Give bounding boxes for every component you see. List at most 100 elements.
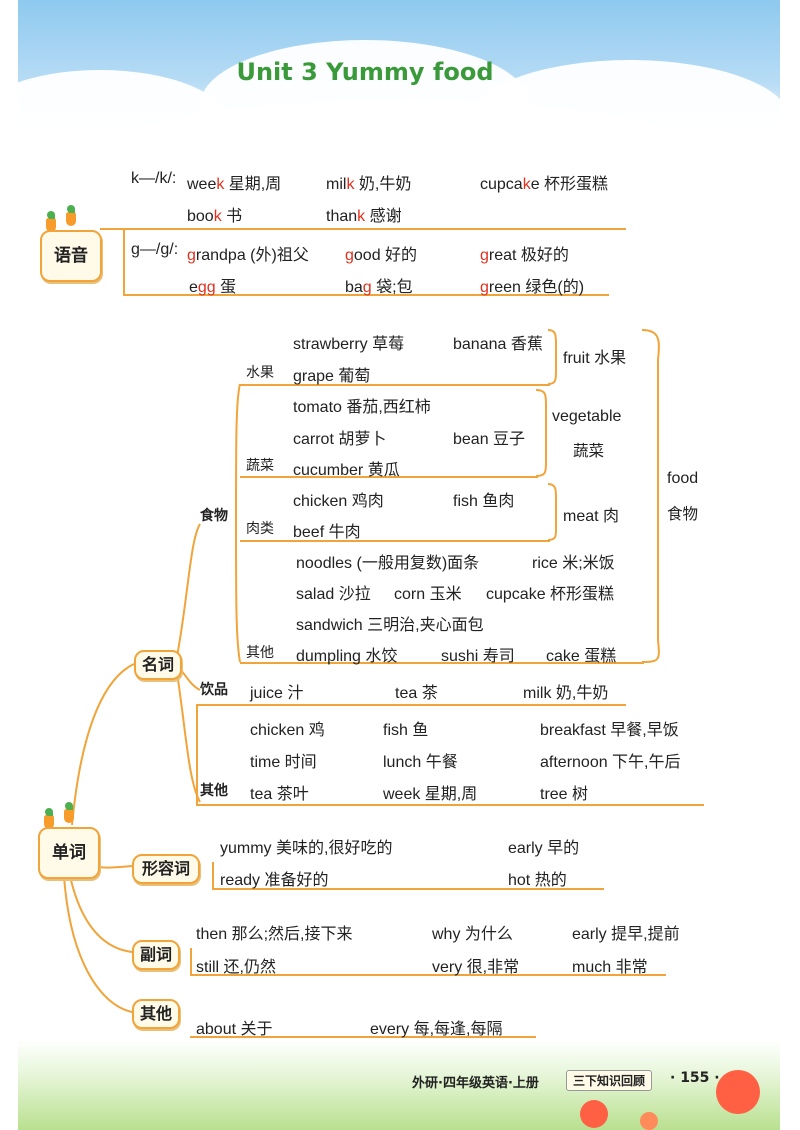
vocab-item: tree 树 — [540, 786, 589, 803]
vocab-item: lunch 午餐 — [383, 754, 458, 771]
other-line — [190, 1036, 536, 1038]
noun-others-label: 其他 — [200, 783, 228, 799]
vocab-item: sushi 寿司 — [441, 648, 515, 665]
vocab-item: milk 奶,牛奶 — [523, 685, 609, 702]
page-number: · 155 · — [670, 1070, 720, 1086]
meat-group: meat 肉 — [563, 508, 620, 525]
vocab-item: early 提早,提前 — [572, 926, 680, 943]
vocab-item: hot 热的 — [508, 872, 567, 889]
vocab-item: grape 葡萄 — [293, 368, 371, 385]
vegetable-group-cn: 蔬菜 — [573, 442, 605, 460]
vegetable-label: 蔬菜 — [246, 458, 274, 474]
leaf-icon — [65, 802, 73, 810]
cloud — [120, 100, 680, 190]
vocab-item: fish 鱼肉 — [453, 493, 515, 510]
phonics-word: cupcake 杯形蛋糕 — [480, 176, 609, 193]
vocab-item: week 星期,周 — [383, 786, 478, 803]
vocab-item: breakfast 早餐,早饭 — [540, 722, 679, 739]
vocab-item: every 每,每逢,每隔 — [370, 1021, 503, 1038]
vocab-item: corn 玉米 — [394, 586, 462, 603]
phonics-bottom-line — [123, 294, 609, 296]
leaf-icon — [47, 211, 55, 219]
vocab-item: much 非常 — [572, 959, 648, 976]
vocab-item: banana 香蕉 — [453, 336, 543, 353]
phonics-word: green 绿色(的) — [480, 279, 585, 296]
grass-background — [18, 1040, 780, 1130]
vocab-item: sandwich 三明治,夹心面包 — [296, 617, 484, 634]
vocab-item: cake 蛋糕 — [546, 648, 617, 665]
flower-icon — [580, 1100, 608, 1128]
phonics-word: grandpa (外)祖父 — [187, 247, 309, 264]
food-group-en: food — [667, 470, 699, 487]
vocab-item: very 很,非常 — [432, 959, 520, 976]
carrot-icon — [46, 218, 56, 232]
vocab-item: why 为什么 — [432, 926, 513, 943]
phonics-word: great 极好的 — [480, 247, 569, 264]
phonics-word: milk 奶,牛奶 — [326, 176, 412, 193]
vocab-item: fish 鱼 — [383, 722, 429, 739]
words-label: 单词 — [38, 827, 100, 879]
phonics-word: bag 袋;包 — [345, 279, 413, 296]
k-rule: k—/k/: — [131, 170, 177, 187]
vegetable-group-en: vegetable — [552, 408, 622, 425]
phonics-bracket — [123, 228, 125, 294]
other-food-line — [240, 662, 644, 664]
phonics-word: thank 感谢 — [326, 208, 402, 225]
vocab-item: about 关于 — [196, 1021, 273, 1038]
drinks-label: 饮品 — [200, 682, 228, 698]
section-label: 三下知识回顾 — [566, 1070, 653, 1091]
vocab-item: strawberry 草莓 — [293, 336, 405, 353]
noun-others-bracket — [196, 706, 198, 804]
vocab-item: early 早的 — [508, 840, 580, 857]
leaf-icon — [67, 205, 75, 213]
vocab-item: chicken 鸡 — [250, 722, 325, 739]
book-title: 外研·四年级英语·上册 — [412, 1076, 539, 1091]
other-label: 其他 — [132, 999, 180, 1029]
adverbs-bracket — [190, 948, 192, 974]
carrot-icon — [64, 809, 74, 823]
phonics-word: week 星期,周 — [187, 176, 282, 193]
vocab-item: tomato 番茄,西红柿 — [293, 399, 431, 416]
fruit-line — [240, 384, 550, 386]
vocab-item: beef 牛肉 — [293, 524, 361, 541]
vocab-item: then 那么;然后,接下来 — [196, 926, 353, 943]
phonics-word: book 书 — [187, 208, 243, 225]
page-title: Unit 3 Yummy food — [236, 58, 494, 86]
vocab-item: chicken 鸡肉 — [293, 493, 384, 510]
nouns-label: 名词 — [134, 650, 182, 680]
leaf-icon — [45, 808, 53, 816]
meat-line — [240, 540, 550, 542]
meat-label: 肉类 — [246, 521, 274, 537]
phonics-top-line — [100, 228, 626, 230]
phonics-word: good 好的 — [345, 247, 418, 264]
adverbs-label: 副词 — [132, 940, 180, 970]
vocab-item: tea 茶叶 — [250, 786, 309, 803]
vocab-item: afternoon 下午,午后 — [540, 754, 681, 771]
vocab-item: bean 豆子 — [453, 431, 526, 448]
vocab-item: salad 沙拉 — [296, 586, 371, 603]
phonics-word: egg 蛋 — [189, 279, 237, 296]
vocab-item: cupcake 杯形蛋糕 — [486, 586, 615, 603]
vocab-item: yummy 美味的,很好吃的 — [220, 840, 393, 857]
food-group-cn: 食物 — [667, 505, 699, 523]
adjectives-line — [212, 888, 604, 890]
drinks-line — [196, 704, 626, 706]
adverbs-line — [190, 974, 666, 976]
other-food-label: 其他 — [246, 645, 274, 661]
vocab-item: still 还,仍然 — [196, 959, 277, 976]
fruit-group: fruit 水果 — [563, 350, 627, 367]
vocab-item: noodles (一般用复数)面条 — [296, 555, 480, 572]
adjectives-bracket — [212, 862, 214, 888]
flower-icon — [716, 1070, 760, 1114]
vegetable-line — [240, 476, 538, 478]
vocab-item: tea 茶 — [395, 685, 438, 702]
noun-others-line — [196, 804, 704, 806]
carrot-icon — [66, 212, 76, 226]
fruit-label: 水果 — [246, 365, 274, 381]
vocab-item: rice 米;米饭 — [532, 555, 615, 572]
vocab-item: time 时间 — [250, 754, 317, 771]
vocab-item: dumpling 水饺 — [296, 648, 398, 665]
vocab-item: cucumber 黄瓜 — [293, 462, 400, 479]
adjectives-label: 形容词 — [132, 854, 200, 884]
flower-icon — [640, 1112, 658, 1130]
